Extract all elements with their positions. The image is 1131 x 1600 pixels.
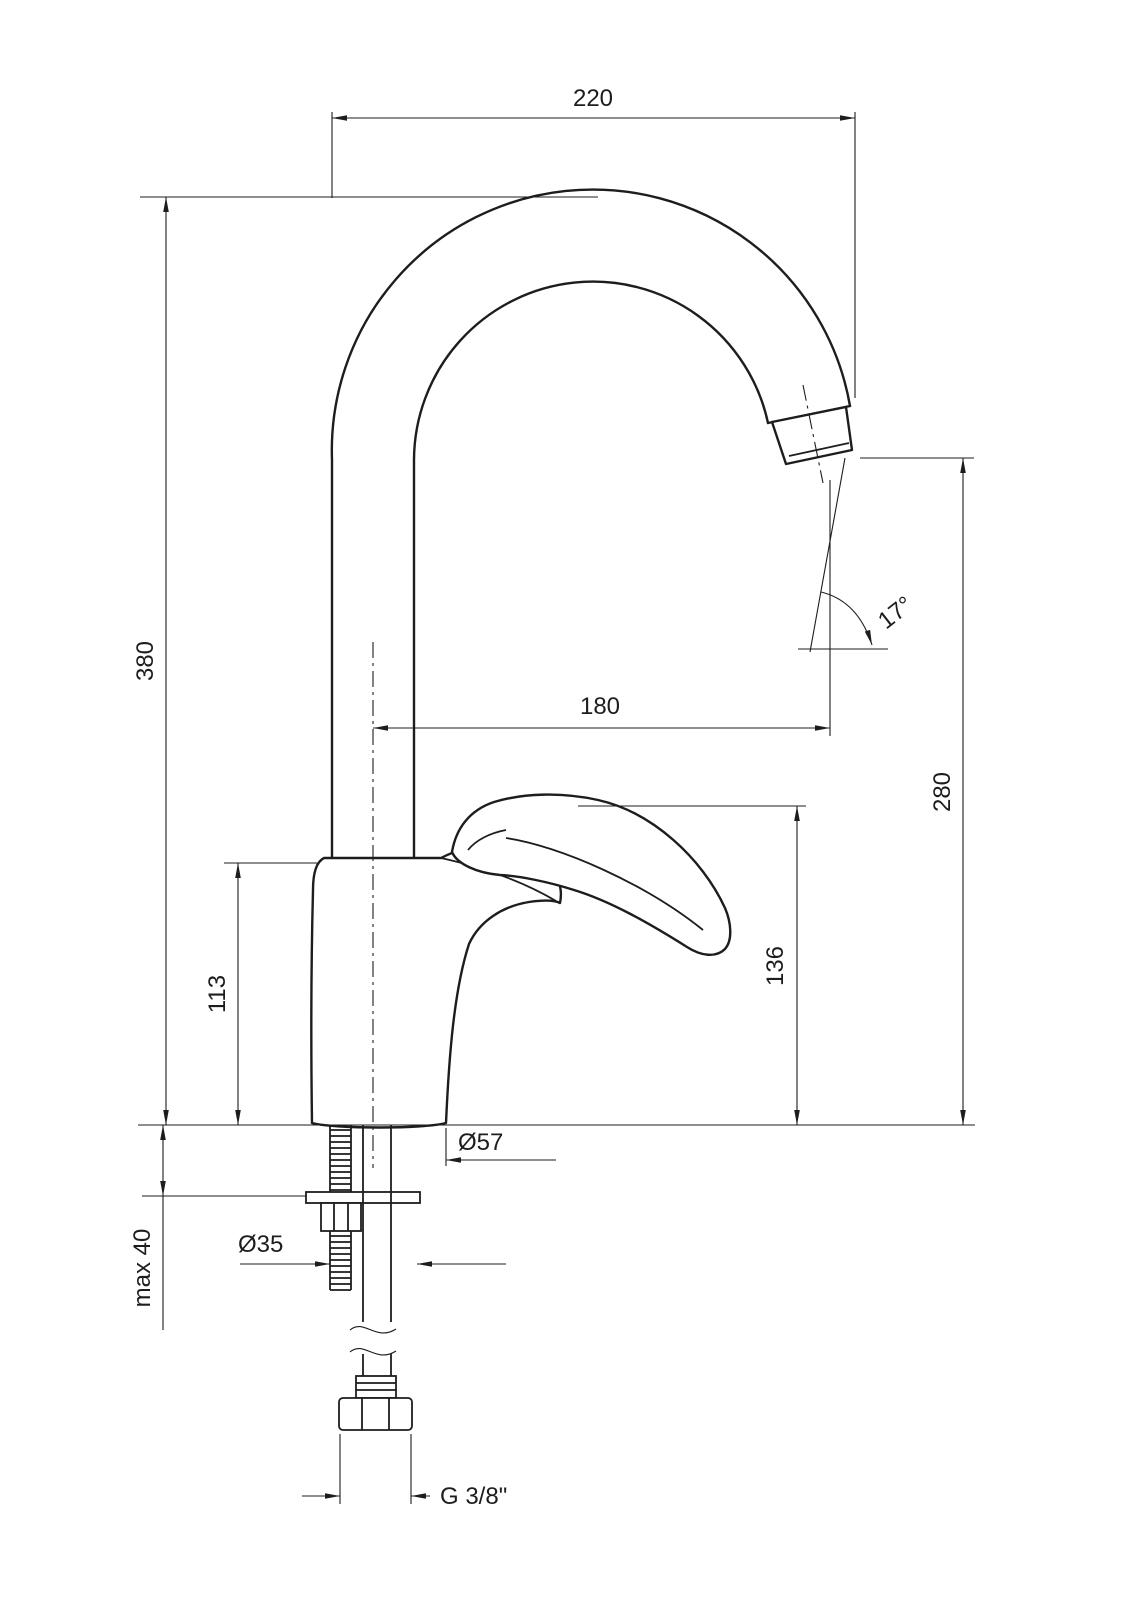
faucet-handle xyxy=(450,793,732,956)
dim-label-overall-height: 380 xyxy=(132,641,159,681)
faucet-spout xyxy=(330,188,854,862)
dim-hole-diameter: Ø35 xyxy=(238,1231,506,1267)
dim-handle-height: 136 xyxy=(578,805,806,1125)
dim-outlet-height: 280 xyxy=(860,457,974,1125)
dim-label-base-diameter: Ø57 xyxy=(458,1129,503,1156)
dim-outlet-angle: 17° xyxy=(798,457,918,653)
dim-label-hole-diameter: Ø35 xyxy=(238,1231,283,1258)
hose-lower-edges xyxy=(362,1354,392,1376)
handle-outline xyxy=(450,793,732,956)
spout-inner-edge xyxy=(412,280,770,860)
handle-blade-line xyxy=(505,837,704,931)
dim-spout-reach: 180 xyxy=(373,480,831,736)
body-outline xyxy=(310,842,562,1129)
fitting-crimp-collar xyxy=(355,1375,397,1399)
fitting-hex-nut xyxy=(338,1397,413,1431)
dim-label-body-height: 113 xyxy=(204,975,231,1013)
dim-overall-width: 220 xyxy=(331,85,856,398)
mounting-nut xyxy=(320,1202,362,1232)
angle-axis-line xyxy=(809,457,846,653)
dim-label-overall-width: 220 xyxy=(573,85,613,112)
hose-upper-edges xyxy=(362,1125,392,1322)
dim-label-outlet-height: 280 xyxy=(929,772,956,812)
fitting-collar-ridges xyxy=(356,1382,396,1391)
angle-arc xyxy=(820,591,873,646)
dim-label-thread-size: G 3/8" xyxy=(440,1483,507,1510)
spout-outer-edge xyxy=(330,188,852,862)
dim-thread-size: G 3/8" xyxy=(302,1434,507,1510)
dim-base-diameter: Ø57 xyxy=(445,1128,556,1166)
dim-overall-height: 380 xyxy=(132,196,598,1125)
mounting-stud-upper xyxy=(329,1125,352,1192)
faucet-body xyxy=(310,842,562,1129)
hose-fitting xyxy=(338,1375,413,1431)
aerator-rim-line xyxy=(788,442,850,457)
dim-label-outlet-angle: 17° xyxy=(873,591,918,635)
mounting-stud-lower xyxy=(329,1231,352,1291)
dim-max-counter-thickness: max 40 xyxy=(129,1125,306,1330)
spout-aerator-tip xyxy=(770,405,854,466)
supply-hose xyxy=(349,1125,397,1376)
spout-tip-centerline xyxy=(802,384,824,484)
dim-body-height: 113 xyxy=(204,862,318,1125)
dim-label-max-counter-thickness: max 40 xyxy=(129,1229,156,1308)
hose-break-lines xyxy=(349,1325,397,1356)
dim-label-handle-height: 136 xyxy=(762,946,789,986)
handle-root-line xyxy=(467,829,507,851)
dim-label-spout-reach: 180 xyxy=(580,693,620,720)
